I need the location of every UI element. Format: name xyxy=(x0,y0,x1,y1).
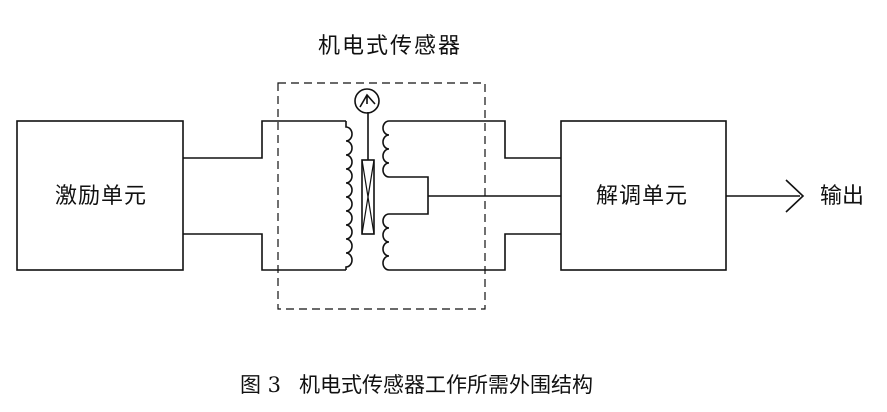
core-cross-2 xyxy=(361,159,375,235)
figure-caption: 图 3 机电式传感器工作所需外围结构 xyxy=(240,375,593,396)
secondary-coil-lower xyxy=(382,213,390,271)
primary-coil xyxy=(345,121,353,270)
excitation-unit-label: 激励单元 xyxy=(55,184,148,209)
secondary-coil-upper xyxy=(382,120,390,178)
output-label: 输出 xyxy=(820,184,865,209)
excitation-wire-bottom xyxy=(183,233,346,271)
figure-caption-text: 机电式传感器工作所需外围结构 xyxy=(299,373,594,397)
movable-core xyxy=(361,159,375,235)
figure-number: 图 3 xyxy=(240,373,282,397)
excitation-wire-top xyxy=(183,120,346,159)
secondary-wire-top xyxy=(389,120,561,159)
secondary-wire-bottom xyxy=(389,233,561,271)
sensor-title: 机电式传感器 xyxy=(318,34,463,59)
output-arrowhead xyxy=(785,179,805,213)
center-tap-wire xyxy=(389,176,429,215)
demodulation-unit-label: 解调单元 xyxy=(596,184,689,209)
gauge-arrow xyxy=(359,93,376,108)
excitation-unit-box xyxy=(16,120,184,271)
gauge-symbol xyxy=(354,88,380,114)
